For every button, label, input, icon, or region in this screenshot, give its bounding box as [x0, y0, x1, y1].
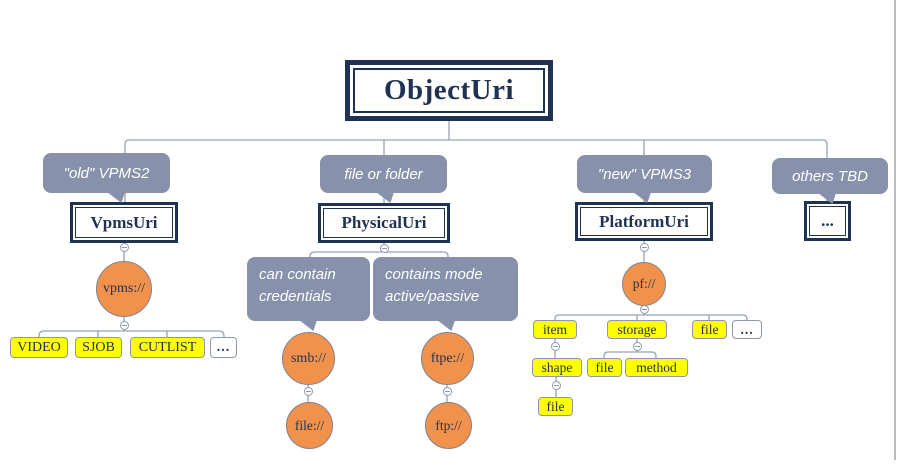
callout-others-tbd-label: others TBD: [792, 167, 868, 185]
callout-file-or-folder-label: file or folder: [344, 165, 423, 183]
circle-file-label: file://: [294, 417, 325, 433]
circle-vpms-scheme[interactable]: vpms://: [96, 261, 152, 317]
collapse-toggle-vpms[interactable]: [120, 321, 129, 330]
connector-storage-rail: [603, 351, 657, 358]
leaf-sjob-label: SJOB: [82, 339, 115, 355]
note-credentials-line2: credentials: [259, 287, 332, 305]
minus-icon: [642, 246, 647, 249]
callout-tail: [107, 192, 125, 203]
leaf-item-label: item: [543, 321, 567, 337]
leaf-storage-label: storage: [617, 321, 657, 337]
node-vpmsuri[interactable]: VpmsUri: [70, 202, 178, 243]
callout-old-vpms2-label: "old" VPMS2: [63, 164, 150, 182]
collapse-toggle-vpmsuri[interactable]: [120, 243, 129, 252]
circle-ftp-scheme[interactable]: ftp://: [425, 402, 472, 449]
node-vpmsuri-label: VpmsUri: [75, 207, 173, 238]
minus-icon: [382, 247, 387, 250]
note-mode-line1: contains mode: [385, 266, 483, 283]
node-platformuri-label: PlatformUri: [580, 207, 708, 236]
connector-physical-rail: [309, 251, 449, 257]
callout-tail: [633, 192, 651, 203]
node-physicaluri-label: PhysicalUri: [323, 208, 445, 238]
circle-ftp-label: ftp://: [435, 417, 462, 433]
leaf-shape-file[interactable]: file: [538, 397, 573, 416]
minus-icon: [306, 390, 311, 393]
node-objecturi-label: ObjectUri: [353, 68, 545, 113]
leaf-storage[interactable]: storage: [607, 320, 667, 339]
callout-tail: [376, 192, 394, 203]
collapse-toggle-storage[interactable]: [633, 342, 642, 351]
leaf-storage-file[interactable]: file: [587, 358, 622, 377]
collapse-toggle-smb[interactable]: [304, 387, 313, 396]
collapse-toggle-pf[interactable]: [640, 305, 649, 314]
callout-new-vpms3[interactable]: "new" VPMS3: [577, 155, 712, 203]
leaf-video-label: VIDEO: [17, 339, 61, 355]
node-physicaluri[interactable]: PhysicalUri: [318, 203, 450, 243]
leaf-file[interactable]: file: [692, 320, 727, 339]
note-tail: [437, 320, 455, 331]
leaf-shape-file-label: file: [546, 398, 565, 414]
circle-vpms-label: vpms://: [102, 281, 145, 296]
note-credentials-line1: can contain: [259, 266, 336, 283]
node-objecturi[interactable]: ObjectUri: [345, 60, 553, 121]
note-mode-line2: active/passive: [385, 287, 480, 305]
circle-ftpe-scheme[interactable]: ftpe://: [421, 332, 474, 385]
leaf-sjob[interactable]: SJOB: [75, 337, 122, 358]
page-edge-line: [894, 0, 896, 460]
collapse-toggle-ftpe[interactable]: [443, 387, 452, 396]
collapse-toggle-item[interactable]: [551, 342, 560, 351]
connector-vpms-rail: [38, 330, 225, 337]
circle-pf-label: pf://: [632, 276, 656, 291]
callout-new-vpms3-label: "new" VPMS3: [597, 165, 692, 183]
node-platformuri[interactable]: PlatformUri: [575, 202, 713, 241]
connector-top-rail: [124, 139, 828, 202]
leaf-file-label: file: [700, 321, 719, 337]
circle-file-scheme[interactable]: file://: [286, 402, 333, 449]
note-tail: [299, 320, 317, 331]
collapse-toggle-platformuri[interactable]: [640, 243, 649, 252]
minus-icon: [554, 384, 559, 387]
callout-others-tbd[interactable]: others TBD: [772, 158, 888, 204]
leaf-item[interactable]: item: [533, 320, 577, 339]
note-mode[interactable]: contains mode active/passive: [373, 257, 518, 331]
leaf-shape-label: shape: [541, 359, 573, 375]
minus-icon: [635, 345, 640, 348]
callout-old-vpms2[interactable]: "old" VPMS2: [43, 153, 170, 203]
circle-ftpe-label: ftpe://: [430, 350, 465, 366]
leaf-shape[interactable]: shape: [532, 358, 582, 377]
minus-icon: [122, 324, 127, 327]
callout-tail: [818, 193, 836, 204]
note-credentials[interactable]: can contain credentials: [247, 257, 370, 331]
circle-pf-scheme[interactable]: pf://: [622, 262, 666, 306]
leaf-cutlist[interactable]: CUTLIST: [130, 337, 205, 358]
minus-icon: [642, 308, 647, 311]
leaf-method-label: method: [636, 359, 677, 375]
leaf-vpms-more[interactable]: ...: [210, 337, 237, 358]
leaf-cutlist-label: CUTLIST: [138, 339, 197, 355]
leaf-method[interactable]: method: [625, 358, 688, 377]
circle-smb-label: smb://: [290, 350, 326, 366]
connector-pf-rail: [554, 314, 748, 320]
callout-file-or-folder[interactable]: file or folder: [320, 155, 447, 203]
leaf-storage-file-label: file: [595, 359, 614, 375]
leaf-video[interactable]: VIDEO: [10, 337, 68, 358]
leaf-vpms-more-label: ...: [216, 339, 231, 355]
minus-icon: [445, 390, 450, 393]
circle-smb-scheme[interactable]: smb://: [282, 332, 335, 385]
collapse-toggle-physicaluri[interactable]: [380, 244, 389, 253]
collapse-toggle-shape[interactable]: [552, 381, 561, 390]
node-others-more-label: ...: [809, 206, 846, 236]
minus-icon: [122, 246, 127, 249]
node-others-more[interactable]: ...: [804, 201, 851, 241]
minus-icon: [553, 345, 558, 348]
leaf-platform-more[interactable]: ...: [732, 320, 762, 339]
leaf-platform-more-label: ...: [740, 321, 754, 337]
